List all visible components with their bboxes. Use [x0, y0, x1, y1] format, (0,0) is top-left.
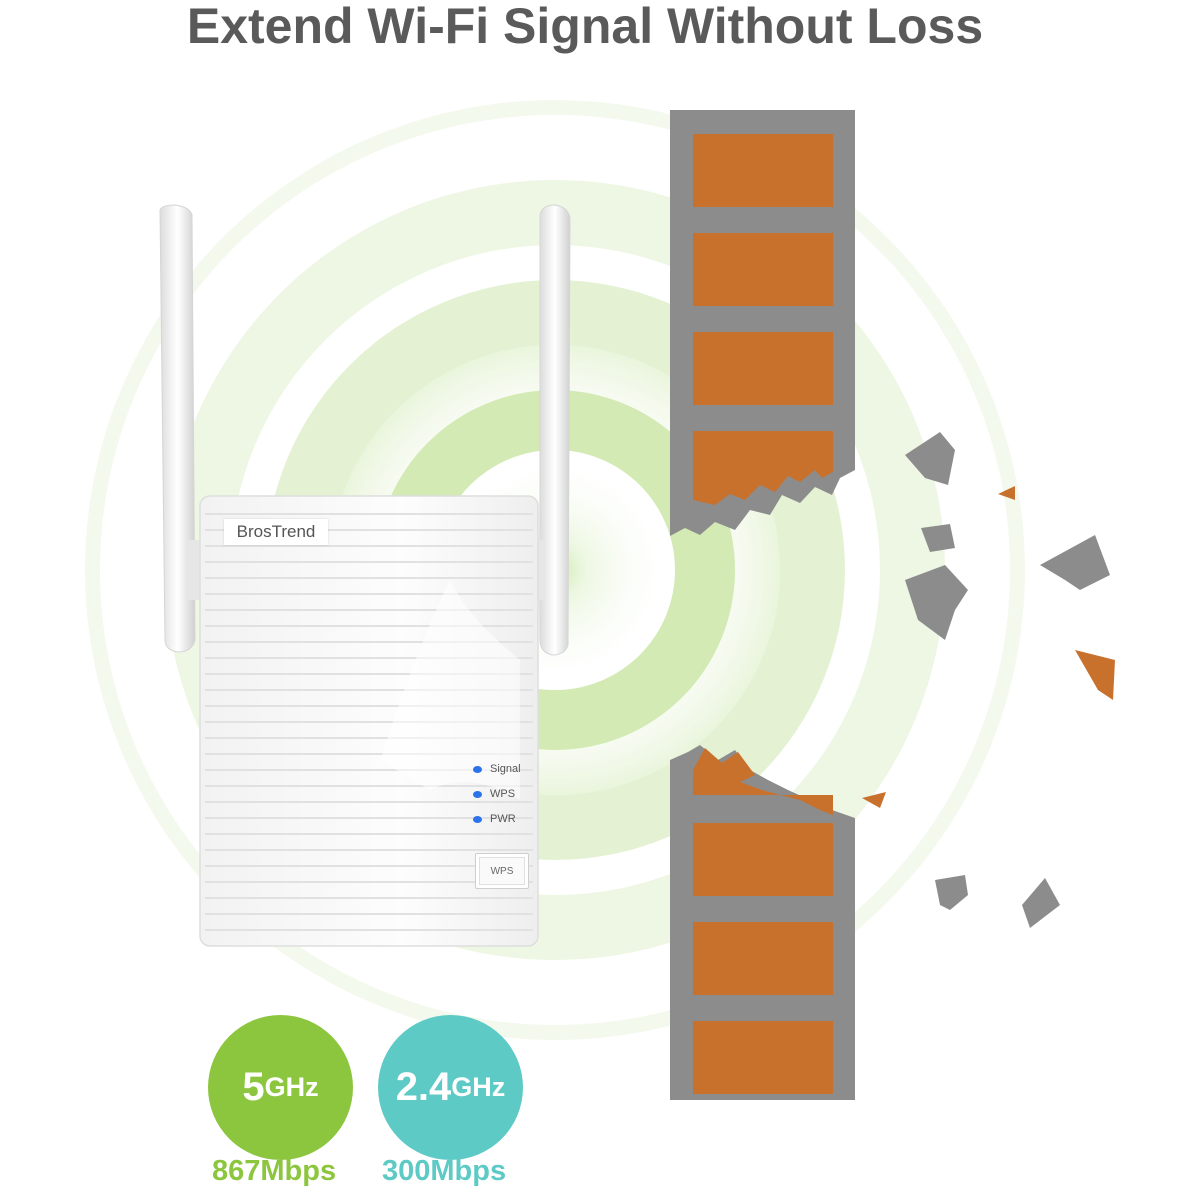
indicator-signal: Signal: [473, 763, 521, 775]
brick: [693, 823, 833, 896]
band-unit: GHz: [264, 1072, 319, 1102]
band-number: 2.4: [395, 1065, 452, 1109]
headline: Extend Wi-Fi Signal Without Loss: [186, 0, 984, 54]
indicator-pwr: PWR: [473, 813, 516, 825]
brick: [693, 233, 833, 306]
brick: [693, 1021, 833, 1094]
device-highlight: [380, 580, 520, 800]
wall-section-top: [670, 110, 855, 536]
wps-button: WPS: [475, 853, 529, 889]
indicator-label: PWR: [490, 813, 516, 825]
brand-label: BrosTrend: [224, 519, 328, 545]
led-icon: [473, 765, 482, 773]
brick: [693, 134, 833, 207]
indicator-label: WPS: [490, 788, 516, 800]
brick-broken: [693, 748, 833, 815]
led-icon: [473, 790, 482, 798]
debris: [905, 432, 1110, 928]
brick-broken: [693, 431, 833, 505]
brick: [693, 332, 833, 405]
antenna-left: [159, 204, 196, 653]
band-unit: GHz: [451, 1072, 506, 1102]
antenna-right: [539, 204, 571, 656]
indicator-label: Signal: [490, 763, 521, 775]
led-icon: [473, 815, 482, 823]
brick: [693, 922, 833, 995]
band-number: 5: [242, 1065, 265, 1109]
speed-2-4ghz: 300Mbps: [382, 1155, 507, 1187]
brick-debris: [862, 486, 1115, 808]
speed-5ghz: 867Mbps: [212, 1155, 337, 1187]
indicator-wps: WPS: [473, 788, 515, 800]
